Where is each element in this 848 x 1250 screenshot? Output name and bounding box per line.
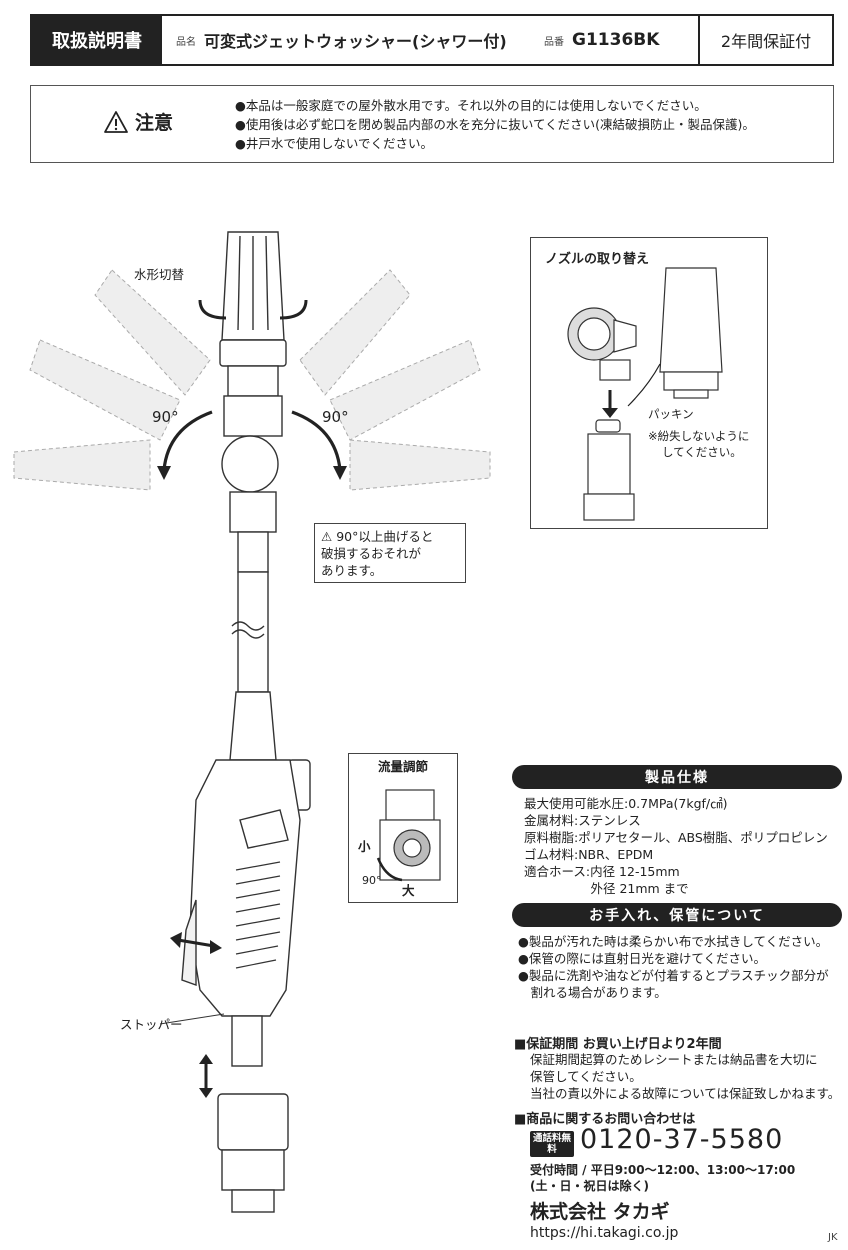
contact-title: ■商品に関するお問い合わせは [514,1112,696,1127]
packing-note: ※紛失しないように してください。 [648,428,749,460]
caution-item: ●使用後は必ず蛇口を閉め製品内部の水を充分に抜いてください(凍結破損防止・製品保… [235,117,755,132]
product-number: G1136BK [572,30,660,50]
nozzle-head [219,231,287,573]
warning-icon [104,110,128,133]
flow-small-label: 小 [358,839,371,854]
contact-hours: 受付時間 / 平日9:00〜12:00、13:00〜17:00 (土・日・祝日は… [530,1162,795,1194]
product-number-cell: 品番 G1136BK [538,16,698,64]
hours-line: (土・日・祝日は除く) [530,1179,649,1193]
hose [231,571,269,693]
flow-title: 流量調節 [378,759,429,774]
spec-list: 最大使用可能水圧:0.7MPa(7kgf/㎠) 金属材料:ステンレス 原料樹脂:… [524,795,828,897]
angle-right-label: 90° [322,408,349,426]
care-line: 割れる場合があります。 [518,985,667,1000]
free-dial-badge: 通話料無料 [530,1131,574,1157]
product-diagram [13,231,723,1213]
rotation-ghosts [13,269,491,491]
phone-number: 0120-37-5580 [580,1124,784,1155]
product-name-cell: 品名 可変式ジェットウォッシャー(シャワー付) [162,16,538,64]
nozzle-swap [567,267,723,521]
small-warning-icon: ⚠ [321,529,337,544]
spec-line: 最大使用可能水圧:0.7MPa(7kgf/㎠) [524,796,728,811]
bend-warning-line: あります。 [321,563,383,578]
bend-warning-line: ⚠ 90°以上曲げると [321,529,434,544]
water-pattern-label: 水形切替 [134,267,185,282]
spec-line: 外径 21mm まで [524,881,689,896]
rotate-arrows [198,299,308,320]
warranty-body: 保証期間起算のためレシートまたは納品書を大切に 保管してください。 当社の責以外… [530,1051,840,1102]
warranty-line: 当社の責以外による故障については保証致しかねます。 [530,1086,841,1101]
caution-box: 注意 ●本品は一般家庭での屋外散水用です。それ以外の目的には使用しないでください… [30,85,834,163]
spray-gun [181,691,311,1067]
product-name: 可変式ジェットウォッシャー(シャワー付) [204,32,507,51]
care-line: ●製品が汚れた時は柔らかい布で水拭きしてください。 [518,934,829,949]
packing-note-line: してください。 [662,445,742,459]
caution-label: 注意 [103,108,173,135]
company-name: 株式会社 タカギ [530,1201,670,1223]
hose-connector [217,1093,289,1213]
name-label: 品名 [176,36,196,48]
trigger-arrow [177,938,215,948]
caution-text: 注意 [135,112,174,134]
flow-large-label: 大 [402,883,415,898]
care-title: お手入れ、保管について [512,903,842,927]
care-line: ●製品に洗剤や油などが付着するとプラスチック部分が [518,968,829,983]
spec-line: ゴム材料:NBR、EPDM [524,847,654,862]
packing-note-line: ※紛失しないように [648,429,750,443]
care-list: ●製品が汚れた時は柔らかい布で水拭きしてください。 ●保管の際には直射日光を避け… [518,933,829,1001]
caution-list: ●本品は一般家庭での屋外散水用です。それ以外の目的には使用しないでください。 ●… [235,96,755,153]
caution-item: ●井戸水で使用しないでください。 [235,136,434,151]
company-url[interactable]: https://hi.takagi.co.jp [530,1225,679,1241]
spec-line: 適合ホース:内径 12-15mm [524,864,680,879]
footer-code: JK [828,1232,838,1243]
bend-warning-box: ⚠ 90°以上曲げると 破損するおそれが あります。 [314,523,466,583]
flow-angle-label: 90° [362,874,382,887]
packing-label: パッキン [648,407,694,421]
flow-adjust-box [348,753,458,903]
stopper-label: ストッパー [120,1017,183,1032]
hours-line: 受付時間 / 平日9:00〜12:00、13:00〜17:00 [530,1163,796,1177]
warranty-title: ■保証期間 お買い上げ日より2年間 [514,1037,722,1052]
flow-dial [379,789,441,881]
header-bar: 取扱説明書 品名 可変式ジェットウォッシャー(シャワー付) 品番 G1136BK… [30,14,834,66]
bend-arrows [162,410,342,471]
spec-line: 金属材料:ステンレス [524,813,641,828]
spec-title: 製品仕様 [512,765,842,789]
care-line: ●保管の際には直射日光を避けてください。 [518,951,767,966]
warranty-badge: 2年間保証付 [698,16,832,64]
manual-tag: 取扱説明書 [32,16,162,64]
spec-line: 原料樹脂:ポリアセタール、ABS樹脂、ポリプロピレン [524,830,828,845]
angle-left-label: 90° [152,408,179,426]
nozzle-swap-box: ノズルの取り替え [530,237,768,529]
warranty-line: 保証期間起算のためレシートまたは納品書を大切に [530,1052,818,1067]
warranty-line: 保管してください。 [530,1069,642,1084]
bend-warning-line: 破損するおそれが [321,546,422,561]
caution-item: ●本品は一般家庭での屋外散水用です。それ以外の目的には使用しないでください。 [235,98,707,113]
number-label: 品番 [544,36,564,48]
nozzle-swap-title: ノズルの取り替え [545,252,650,267]
